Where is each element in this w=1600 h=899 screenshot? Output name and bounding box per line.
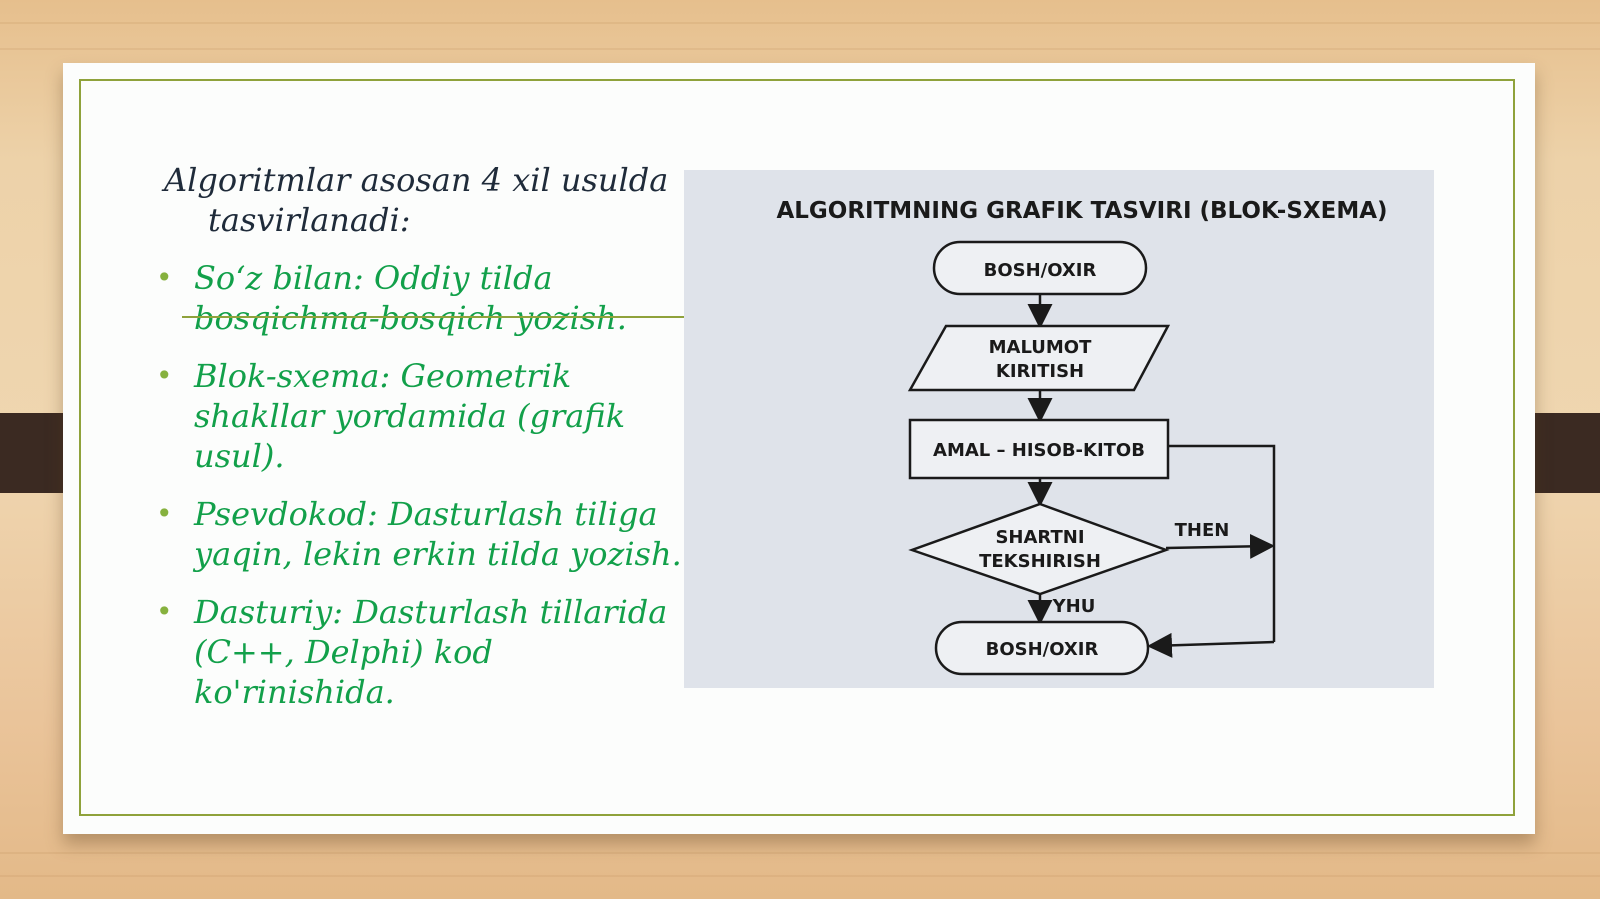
bullet-dot-icon: • xyxy=(156,595,173,628)
flowchart-image: ALGORITMNING GRAFIK TASVIRI (BLOK-SXEMA)… xyxy=(684,170,1434,688)
input-label-line-2: KIRITISH xyxy=(996,361,1084,382)
end-label: BOSH/OXIR xyxy=(986,639,1099,660)
decision-label-line-2: TEKSHIRISH xyxy=(979,551,1101,572)
bullet-1-line-1: So‘z bilan: Oddiy tilda xyxy=(194,259,553,297)
bullet-2-line-3: usul). xyxy=(194,437,285,475)
yhu-label: YHU xyxy=(1052,596,1096,617)
bullet-4-line-2: (C++, Delphi) kod ko'rinishida. xyxy=(194,633,493,711)
arrow-then xyxy=(1165,533,1275,559)
loop-line xyxy=(1168,444,1276,642)
slide-frame xyxy=(79,79,1515,816)
decision-diamond xyxy=(908,502,1170,596)
bullet-item-blok: • Blok-sxema: Geometrik shakllar yordami… xyxy=(156,356,684,476)
text-block: Algoritmlar asosan 4 xil usulda tasvirla… xyxy=(156,160,684,730)
bullet-2-line-2: shakllar yordamida (grafik xyxy=(194,397,626,435)
input-parallelogram xyxy=(907,324,1171,392)
bullet-2-line-1: Blok-sxema: Geometrik xyxy=(194,357,572,395)
bullet-1-line-2: bosqichma-bosqich yozish. xyxy=(194,299,627,337)
bullet-item-soz: • So‘z bilan: Oddiy tilda bosqichma-bosq… xyxy=(156,258,684,338)
bullet-list: • So‘z bilan: Oddiy tilda bosqichma-bosq… xyxy=(156,258,684,712)
input-label-line-1: MALUMOT xyxy=(989,337,1093,358)
intro-line-2: tasvirlanadi: xyxy=(208,201,411,239)
start-label: BOSH/OXIR xyxy=(984,260,1097,281)
arrow-loop-return xyxy=(1147,632,1275,658)
decision-label-line-1: SHARTNI xyxy=(995,527,1084,548)
bullet-3-line-1: Psevdokod: Dasturlash tiliga xyxy=(194,495,658,533)
bullet-dot-icon: • xyxy=(156,261,173,294)
bullet-3-line-2: yaqin, lekin erkin tilda yozish. xyxy=(194,535,682,573)
process-box xyxy=(908,418,1170,480)
process-label: AMAL – HISOB-KITOB xyxy=(933,440,1145,461)
bullet-4-line-1: Dasturiy: Dasturlash tillarida xyxy=(194,593,668,631)
bullet-dot-icon: • xyxy=(156,497,173,530)
bullet-item-dasturiy: • Dasturiy: Dasturlash tillarida (C++, D… xyxy=(156,592,684,712)
then-label: THEN xyxy=(1175,520,1230,541)
diagram-title: ALGORITMNING GRAFIK TASVIRI (BLOK-SXEMA) xyxy=(776,198,1387,224)
strike-line xyxy=(182,316,684,318)
bullet-item-psevdokod: • Psevdokod: Dasturlash tiliga yaqin, le… xyxy=(156,494,684,574)
intro-line-1: Algoritmlar asosan 4 xil usulda xyxy=(164,161,669,199)
bullet-dot-icon: • xyxy=(156,359,173,392)
intro-text: Algoritmlar asosan 4 xil usulda tasvirla… xyxy=(164,160,684,240)
flowchart-svg: ALGORITMNING GRAFIK TASVIRI (BLOK-SXEMA)… xyxy=(776,198,1388,676)
